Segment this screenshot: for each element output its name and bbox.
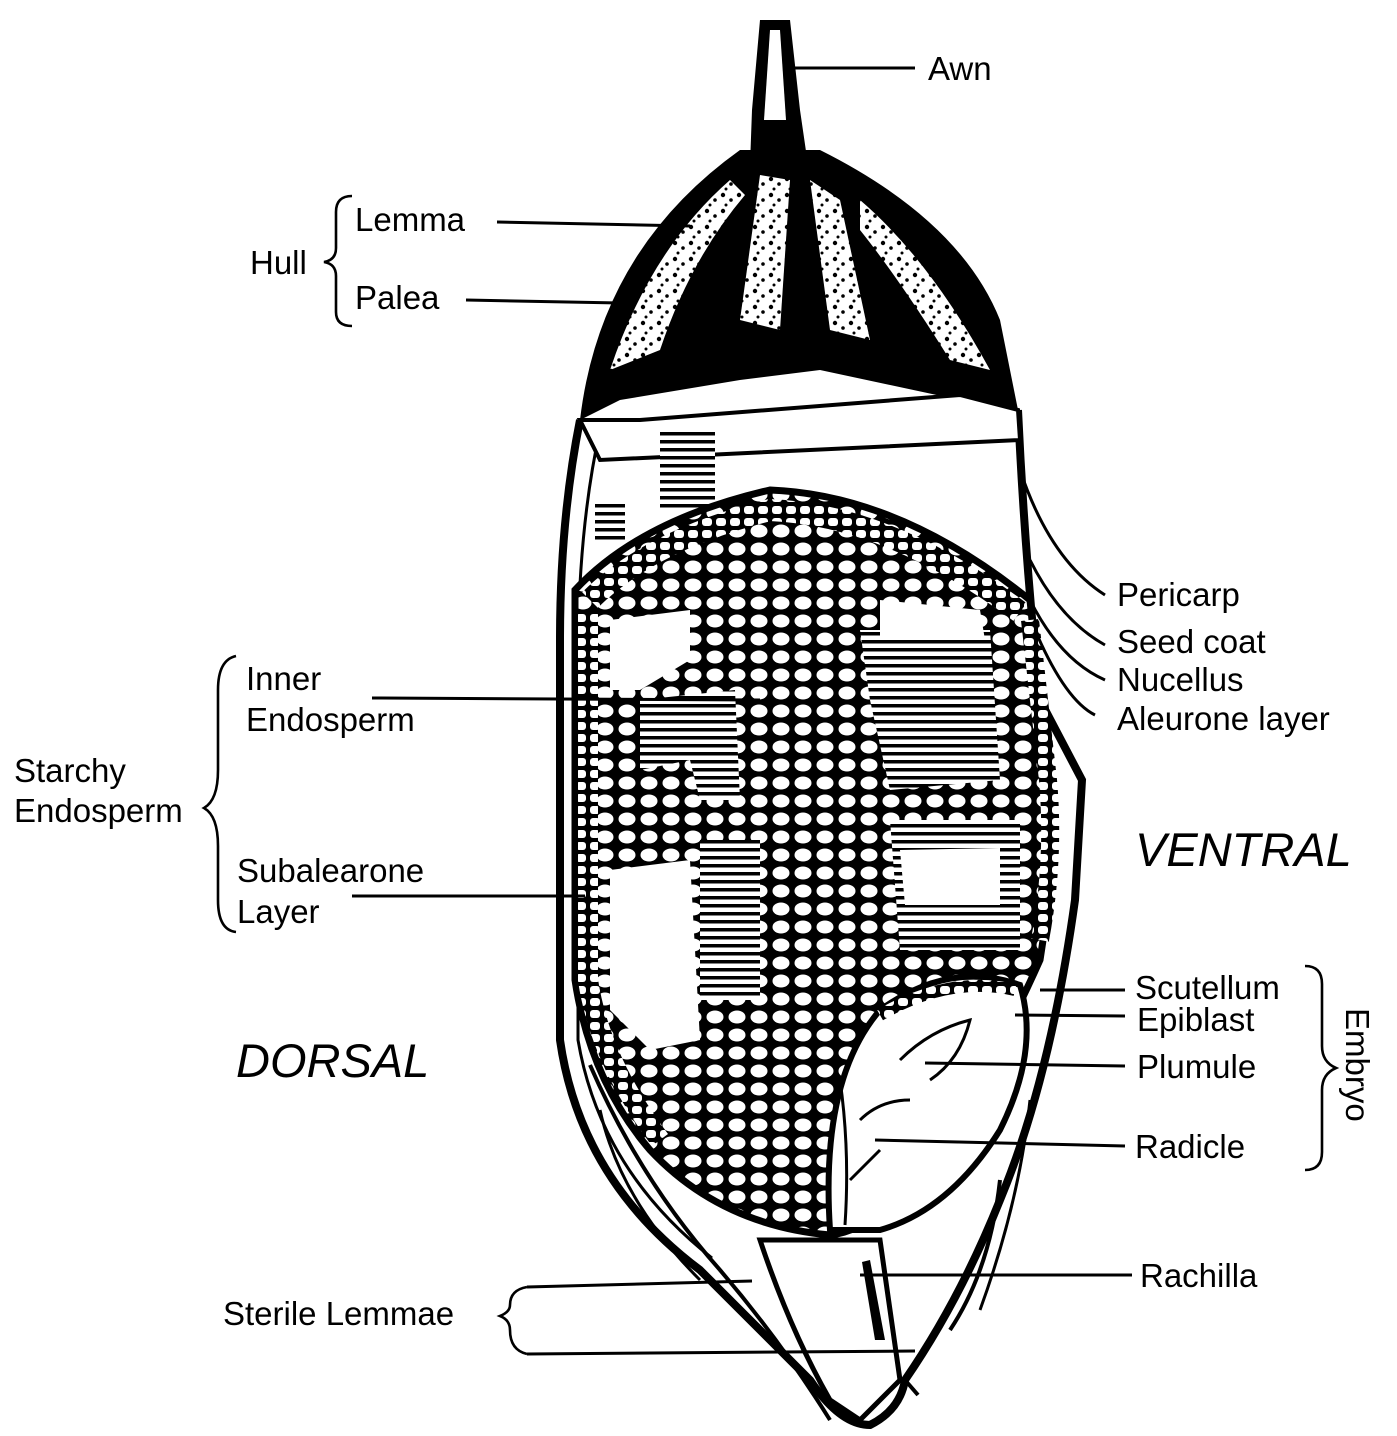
label-lemma: Lemma xyxy=(355,201,466,238)
label-starchy-endosperm-line2: Endosperm xyxy=(14,792,183,829)
label-sterile-lemmae: Sterile Lemmae xyxy=(223,1295,454,1332)
label-rachilla: Rachilla xyxy=(1140,1257,1258,1294)
label-embryo: Embryo xyxy=(1339,1008,1376,1122)
hull-shape xyxy=(580,150,1018,420)
label-nucellus: Nucellus xyxy=(1117,661,1244,698)
label-hull: Hull xyxy=(250,244,307,281)
label-radicle: Radicle xyxy=(1135,1128,1245,1165)
hull-brace xyxy=(324,196,352,326)
label-seed-coat: Seed coat xyxy=(1117,623,1266,660)
label-dorsal: DORSAL xyxy=(236,1034,429,1087)
label-ventral: VENTRAL xyxy=(1135,823,1352,876)
label-pericarp: Pericarp xyxy=(1117,576,1240,613)
label-palea: Palea xyxy=(355,279,440,316)
label-epiblast: Epiblast xyxy=(1137,1001,1254,1038)
embryo-brace xyxy=(1305,966,1336,1170)
label-aleurone-layer: Aleurone layer xyxy=(1117,700,1330,737)
label-inner-endosperm-line2: Endosperm xyxy=(246,701,415,738)
sterile-lemmae-brace xyxy=(500,1287,527,1354)
label-inner-endosperm-line1: Inner xyxy=(246,660,321,697)
label-starchy-endosperm-line1: Starchy xyxy=(14,752,126,789)
label-awn: Awn xyxy=(928,50,992,87)
grain-illustration xyxy=(560,20,1082,1425)
label-subalearone-line1: Subalearone xyxy=(237,852,424,889)
starchy-endosperm-brace xyxy=(204,656,236,932)
label-plumule: Plumule xyxy=(1137,1048,1256,1085)
label-subalearone-line2: Layer xyxy=(237,893,320,930)
